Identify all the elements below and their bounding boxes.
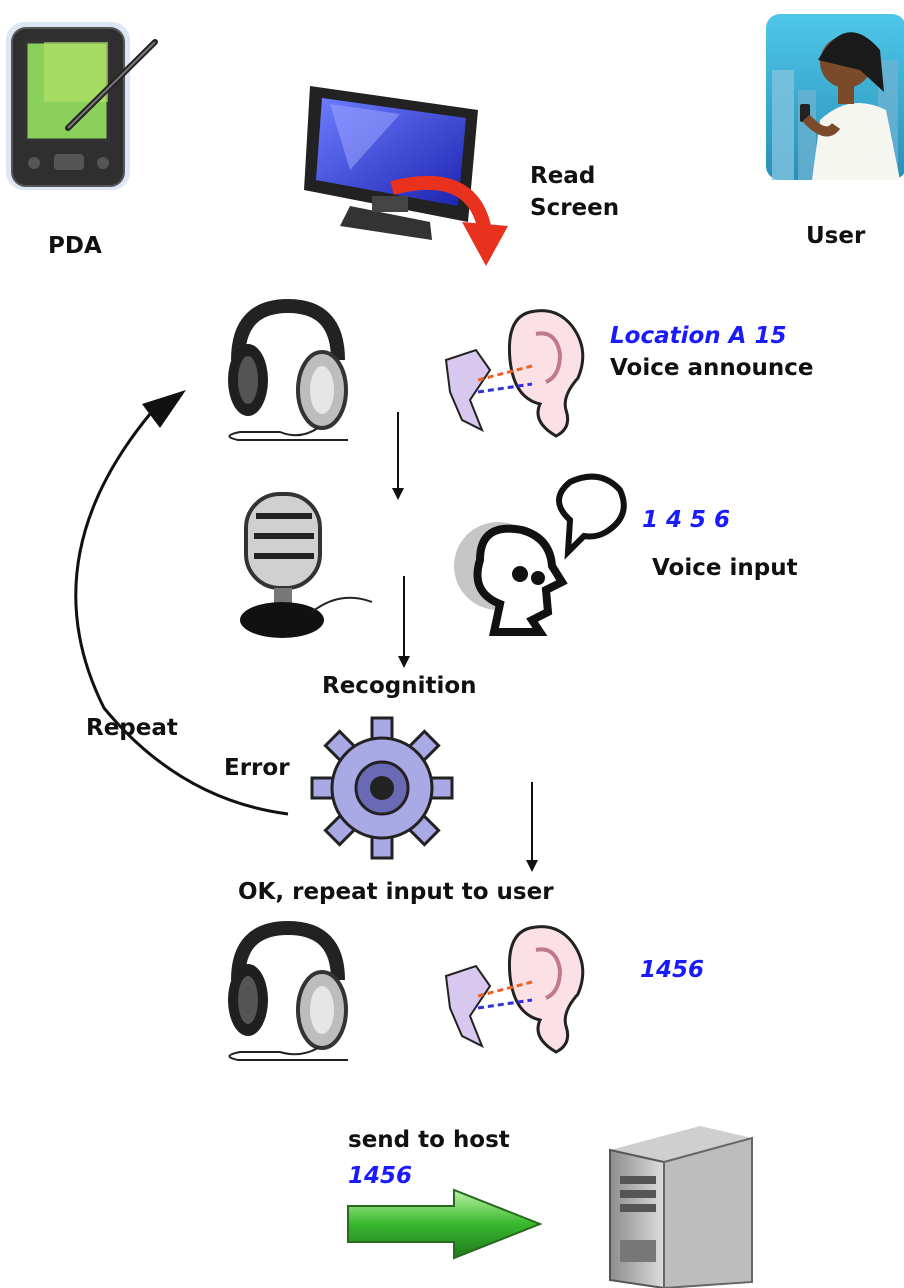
recognition-label: Recognition [322,673,477,699]
send-to-host-label: send to host [348,1127,510,1153]
read-screen-label-line2: Screen [530,195,620,221]
headphones-icon [228,920,348,1061]
pda-icon [6,22,158,190]
spoken-digits-value: 1 4 5 6 [642,507,731,533]
red-arrow-icon [390,175,508,266]
microphone-icon [240,492,373,638]
gear-icon [310,716,454,860]
ear-icon [444,925,585,1054]
repeat-loop-arrowhead [142,390,186,428]
voice-announce-label: Voice announce [610,355,814,381]
speaking-head-icon [454,473,627,636]
sent-value: 1456 [348,1163,413,1189]
ear-icon [444,309,585,438]
pda-label: PDA [48,233,102,259]
headphones-icon [228,298,348,441]
repeat-loop-arrow [74,413,289,816]
error-label: Error [224,755,290,781]
user-label: User [806,223,866,249]
repeat-label: Repeat [86,715,178,741]
user-photo [766,14,904,180]
read-screen-label-line1: Read [530,163,596,189]
repeated-value: 1456 [640,957,705,983]
green-arrow-icon [347,1188,543,1260]
ok-repeat-label: OK, repeat input to user [238,879,554,905]
location-value: Location A 15 [610,323,787,349]
monitor-icon [304,86,478,240]
voice-input-label: Voice input [652,555,798,581]
server-icon [609,1126,753,1288]
